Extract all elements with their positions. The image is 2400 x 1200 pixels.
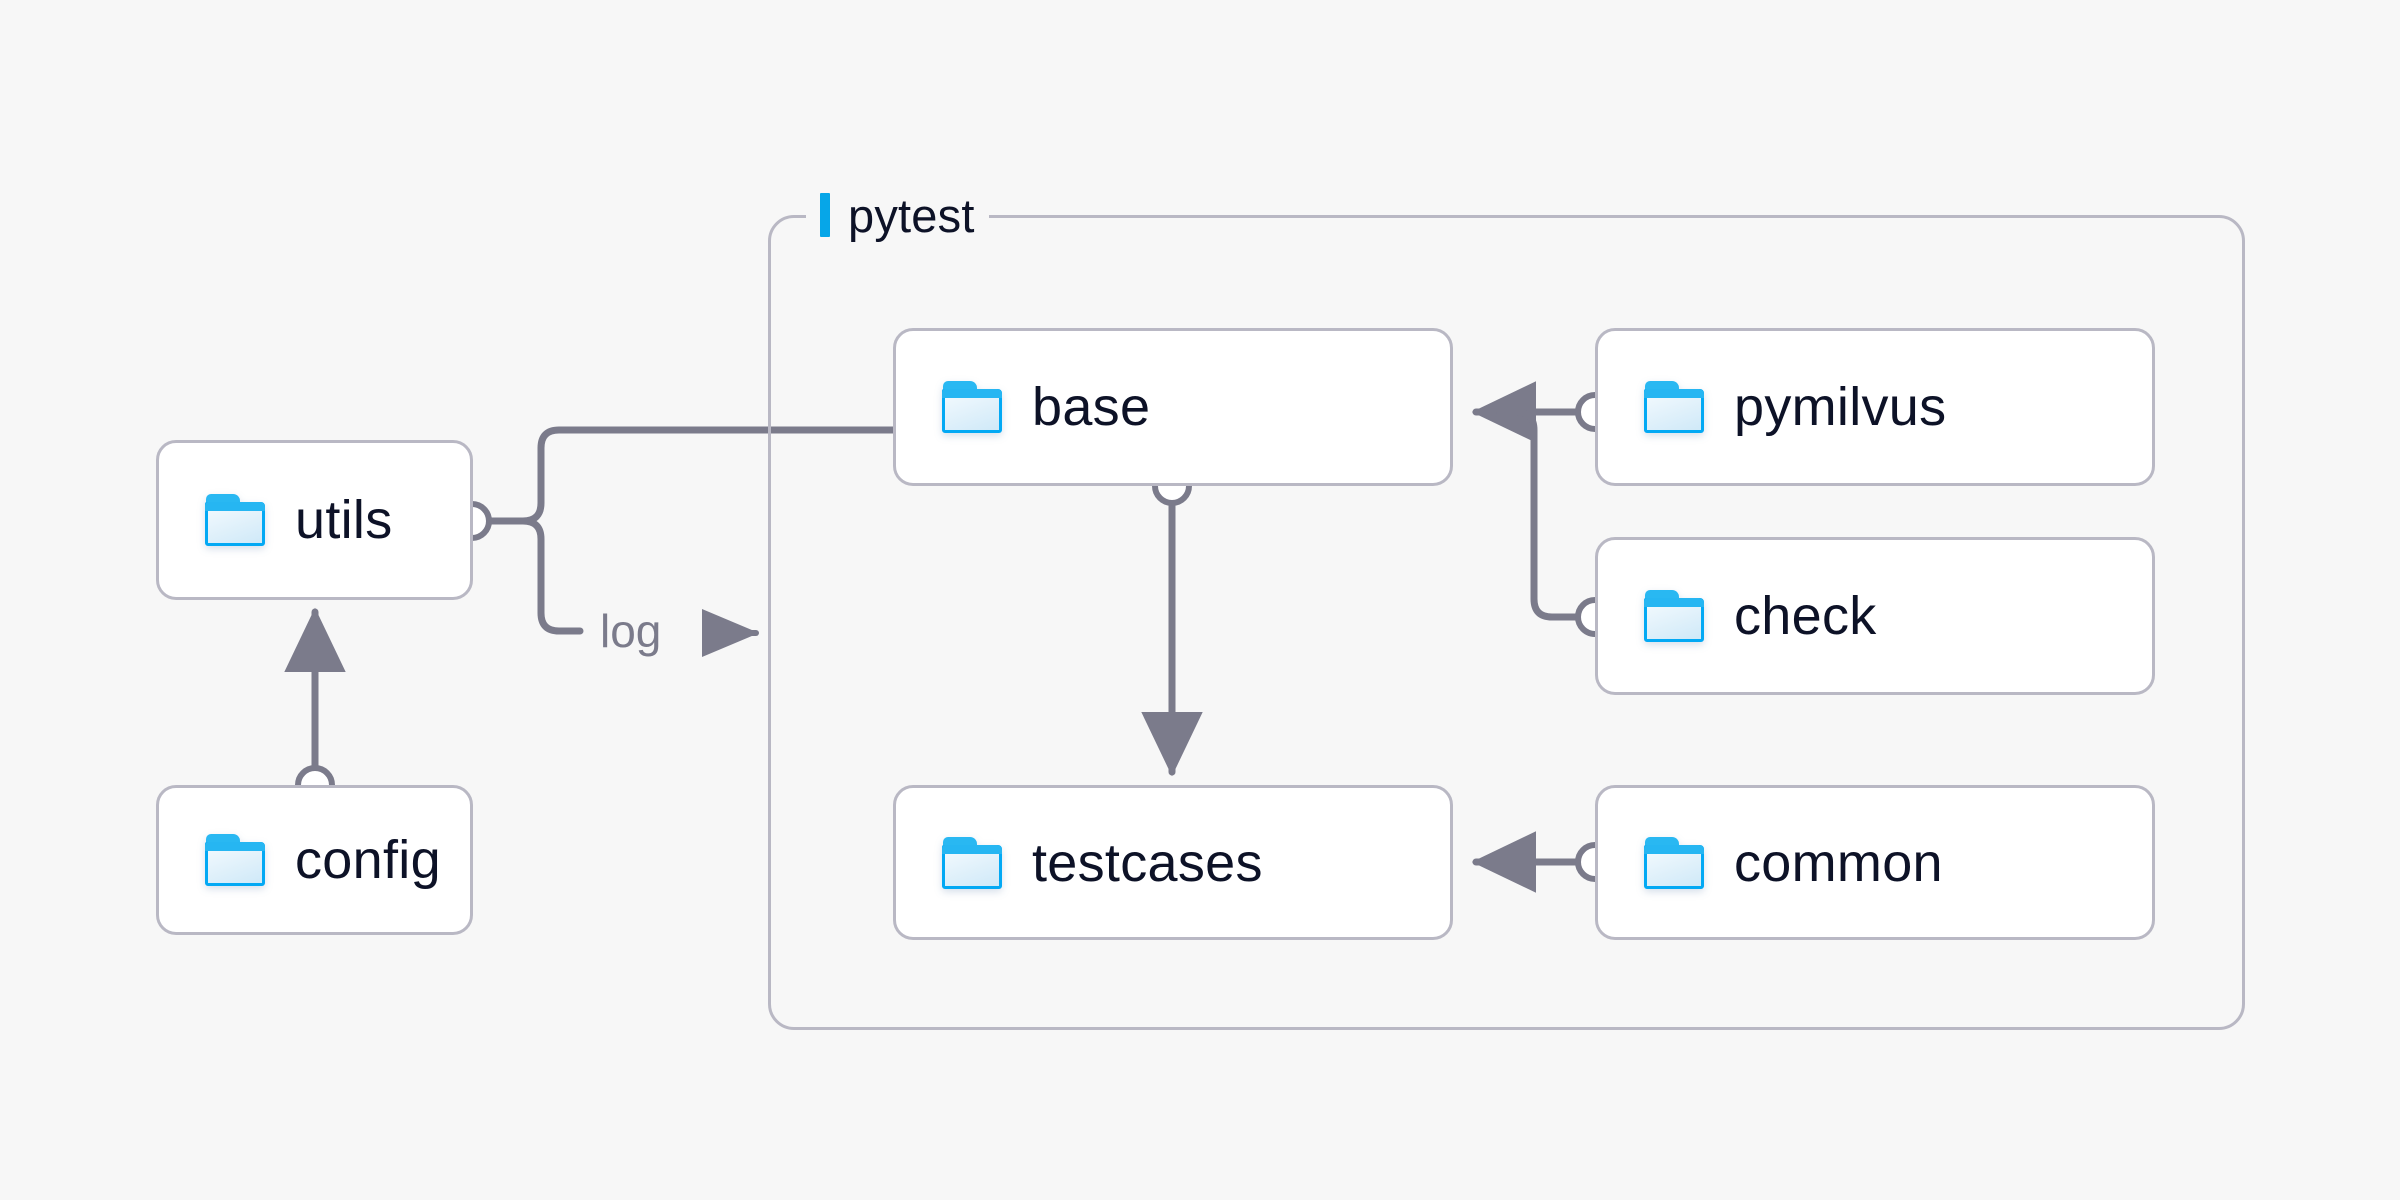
pytest-group: [768, 215, 2245, 1030]
node-label: check: [1734, 586, 1877, 646]
node-label: base: [1032, 377, 1151, 437]
node-common[interactable]: common: [1595, 785, 2155, 940]
pytest-group-label: pytest: [806, 186, 989, 244]
node-base[interactable]: base: [893, 328, 1453, 486]
group-accent-bar: [820, 193, 830, 237]
node-testcases[interactable]: testcases: [893, 785, 1453, 940]
node-check[interactable]: check: [1595, 537, 2155, 695]
node-label: pymilvus: [1734, 377, 1947, 437]
node-label: common: [1734, 832, 1943, 893]
node-label: testcases: [1032, 832, 1263, 893]
node-pymilvus[interactable]: pymilvus: [1595, 328, 2155, 486]
node-label: utils: [295, 490, 393, 550]
folder-icon: [1644, 836, 1704, 889]
node-utils[interactable]: utils: [156, 440, 473, 600]
folder-icon: [1644, 590, 1704, 642]
folder-icon: [942, 836, 1002, 889]
folder-icon: [1644, 381, 1704, 433]
group-label-text: pytest: [848, 188, 975, 242]
edge-label-log: log: [600, 605, 662, 657]
node-config[interactable]: config: [156, 785, 473, 935]
folder-icon: [205, 494, 265, 546]
folder-icon: [942, 381, 1002, 433]
node-label: config: [295, 830, 441, 890]
folder-icon: [205, 834, 265, 886]
edge-utils-to-log-path: [480, 517, 584, 635]
